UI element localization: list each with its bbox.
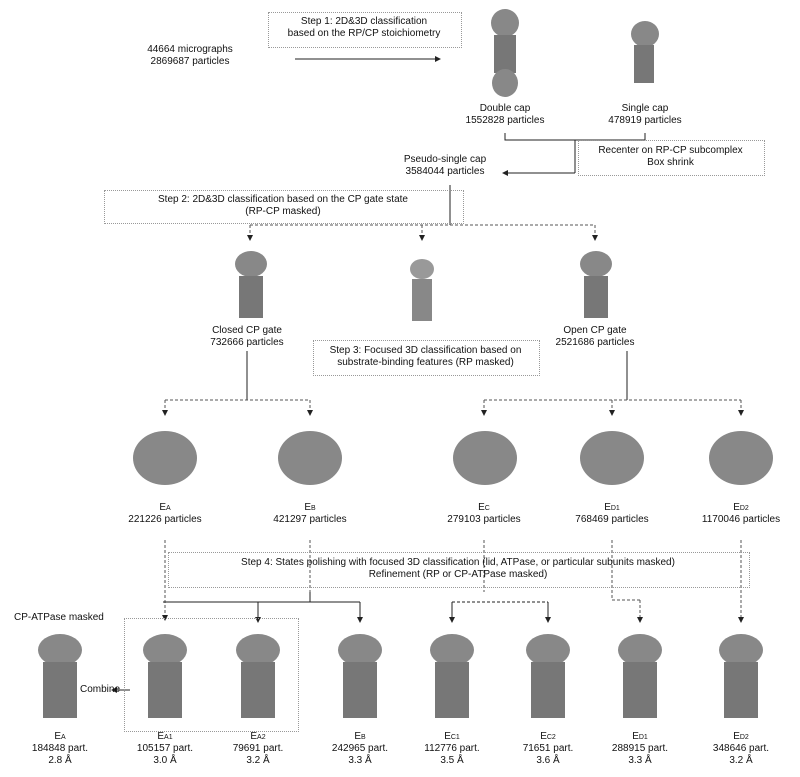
input-particle-count: 2869687 particles xyxy=(150,56,230,67)
final-label-ed2: ED2 xyxy=(733,731,749,742)
final-label-ea: EA xyxy=(54,731,66,742)
final-particles-ea1: 105157 part. xyxy=(136,743,194,754)
final-label-ea1: EA1 xyxy=(157,731,173,742)
final-particles-ea2: 79691 part. xyxy=(232,743,284,754)
state-particles-ed1: 768469 particles xyxy=(575,514,649,525)
final-resolution-ea2: 3.2 Å xyxy=(246,755,270,766)
eb-density-map xyxy=(278,431,342,485)
state-particles-ea: 221226 particles xyxy=(128,514,202,525)
open-gate-label: Open CP gate xyxy=(563,325,627,336)
recenter-line1: Recenter on RP-CP subcomplex xyxy=(598,145,743,156)
final-particles-eb: 242965 part. xyxy=(331,743,389,754)
final-label-eb: EB xyxy=(354,731,366,742)
combine-group-box xyxy=(124,618,299,732)
final-resolution-ec2: 3.6 Å xyxy=(536,755,560,766)
state-label-ec: EC xyxy=(478,502,490,513)
mid-density-map xyxy=(410,259,434,321)
final-label-ea2: EA2 xyxy=(250,731,266,742)
step3-line2: substrate-binding features (RP masked) xyxy=(337,357,514,368)
final-ec2-density-map xyxy=(526,634,570,718)
state-label-ed1: ED1 xyxy=(604,502,620,513)
double-cap-density-map xyxy=(491,9,519,97)
open-gate-density-map xyxy=(580,251,612,318)
final-ea1-density-map xyxy=(143,634,187,718)
state-label-ed2: ED2 xyxy=(733,502,749,513)
final-label-ec2: EC2 xyxy=(540,731,556,742)
single-cap-particles: 478919 particles xyxy=(608,115,682,126)
closed-gate-density-map xyxy=(235,251,267,318)
step3-line1: Step 3: Focused 3D classification based … xyxy=(329,345,522,356)
cp-atpase-masked-label: CP-ATPase masked xyxy=(14,612,104,623)
micrograph-count: 44664 micrographs xyxy=(147,44,233,55)
final-label-ed1: ED1 xyxy=(632,731,648,742)
step1-line1: Step 1: 2D&3D classification xyxy=(300,16,428,27)
state-label-eb: EB xyxy=(304,502,316,513)
step1-line2: based on the RP/CP stoichiometry xyxy=(287,28,441,39)
step4-box xyxy=(168,552,750,588)
step2-line1: Step 2: 2D&3D classification based on th… xyxy=(158,194,408,205)
state-particles-ed2: 1170046 particles xyxy=(701,514,781,525)
final-ed2-density-map xyxy=(719,634,763,718)
final-resolution-ec1: 3.5 Å xyxy=(440,755,464,766)
step3-box xyxy=(313,340,540,376)
final-ed1-density-map xyxy=(618,634,662,718)
ed2-density-map xyxy=(709,431,773,485)
pseudo-single-particles: 3584044 particles xyxy=(405,166,485,177)
step1-box xyxy=(268,12,462,48)
final-particles-ec2: 71651 part. xyxy=(522,743,574,754)
final-label-ec1: EC1 xyxy=(444,731,460,742)
final-particles-ed2: 348646 part. xyxy=(712,743,770,754)
final-ea2-density-map xyxy=(236,634,280,718)
final-resolution-ed1: 3.3 Å xyxy=(628,755,652,766)
final-ea-density-map xyxy=(38,634,82,718)
double-cap-label: Double cap xyxy=(479,103,531,114)
pseudo-single-label: Pseudo-single cap xyxy=(403,154,487,165)
open-gate-particles: 2521686 particles xyxy=(555,337,635,348)
state-label-ea: EA xyxy=(159,502,171,513)
final-eb-density-map xyxy=(338,634,382,718)
recenter-box xyxy=(578,140,765,176)
final-particles-ec1: 112776 part. xyxy=(424,743,480,754)
closed-gate-particles: 732666 particles xyxy=(210,337,284,348)
final-resolution-eb: 3.3 Å xyxy=(348,755,372,766)
combine-label: Combine xyxy=(80,684,121,695)
single-cap-density-map xyxy=(631,21,659,83)
merge-caps xyxy=(504,133,646,141)
step4-line2: Refinement (RP or CP-ATPase masked) xyxy=(368,569,548,580)
final-resolution-ea: 2.8 Å xyxy=(48,755,72,766)
single-cap-label: Single cap xyxy=(621,103,669,114)
final-particles-ea: 184848 part. xyxy=(31,743,89,754)
step2-line2: (RP-CP masked) xyxy=(245,206,321,217)
final-particles-ed1: 288915 part. xyxy=(611,743,669,754)
final-resolution-ed2: 3.2 Å xyxy=(729,755,753,766)
step2-box xyxy=(104,190,464,224)
closed-gate-label: Closed CP gate xyxy=(212,325,282,336)
ed1-density-map xyxy=(580,431,644,485)
step4-line1: Step 4: States polishing with focused 3D… xyxy=(241,557,675,568)
double-cap-particles: 1552828 particles xyxy=(465,115,545,126)
state-particles-ec: 279103 particles xyxy=(447,514,521,525)
ec-density-map xyxy=(453,431,517,485)
recenter-line2: Box shrink xyxy=(647,157,694,168)
final-ec1-density-map xyxy=(430,634,474,718)
state-particles-eb: 421297 particles xyxy=(273,514,347,525)
final-resolution-ea1: 3.0 Å xyxy=(153,755,177,766)
ea-density-map xyxy=(133,431,197,485)
